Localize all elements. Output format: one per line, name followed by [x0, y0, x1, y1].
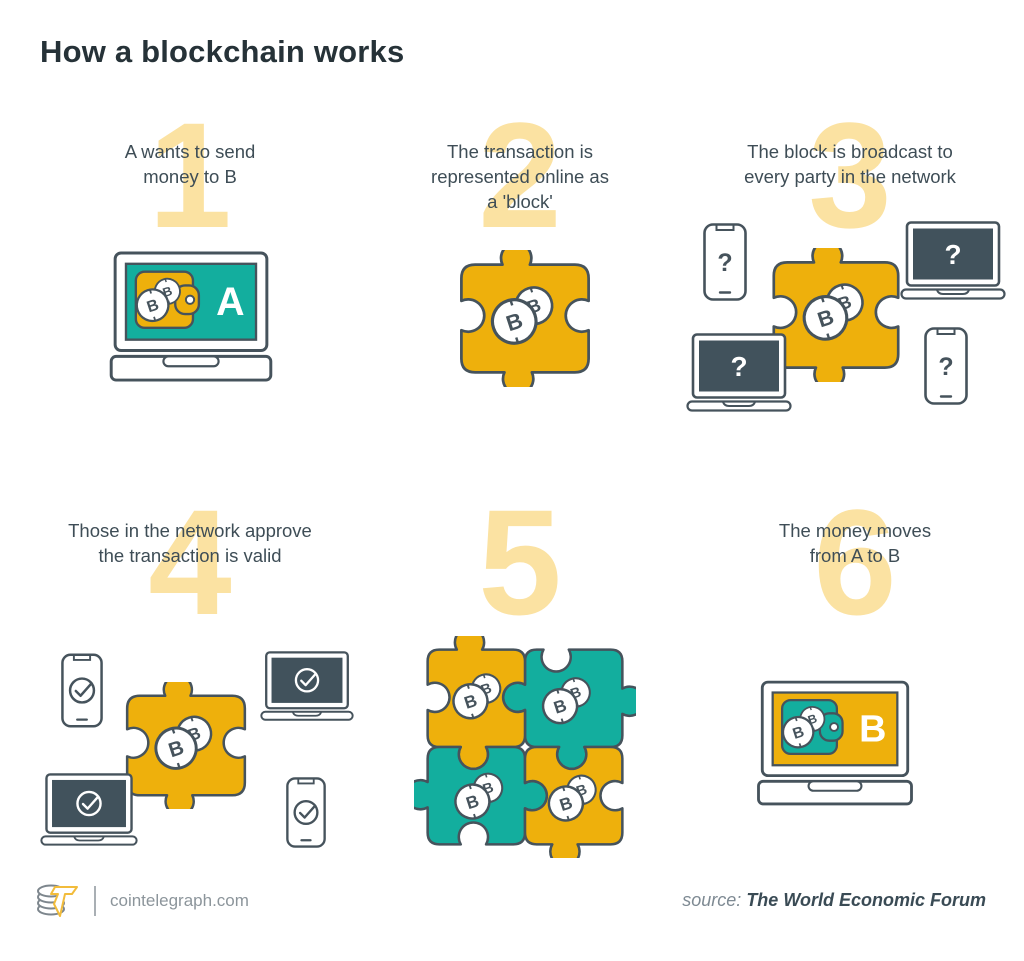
block-puzzle-icon — [772, 248, 900, 382]
source-attribution: source: The World Economic Forum — [682, 890, 986, 911]
step-1-number: 1 — [148, 91, 232, 259]
step-6: 6 The money moves from A to B B — [690, 470, 1020, 870]
screen-letter-a: A — [216, 280, 244, 324]
step-4-caption: Those in the network approve the transac… — [68, 520, 312, 566]
question-mark: ? — [944, 239, 961, 270]
step-3-caption: The block is broadcast to every party in… — [744, 141, 956, 187]
laptop-wallet-a-illustration: A — [109, 251, 273, 382]
laptop-check-icon — [260, 651, 354, 721]
step-1-caption: A wants to send money to B — [124, 141, 256, 187]
laptop-check-icon — [40, 773, 138, 846]
cointelegraph-logo-icon — [37, 884, 78, 917]
step-1: 1 A wants to send money to B A — [30, 100, 350, 445]
step-2-caption: The transaction is represented online as… — [431, 141, 609, 212]
source-name: The World Economic Forum — [746, 890, 986, 910]
laptop-question-icon: ? — [686, 333, 792, 412]
step-5: 5 — [360, 470, 680, 870]
step-3: 3 The block is broadcast to every party … — [680, 100, 1020, 445]
step-3-number: 3 — [808, 91, 892, 259]
step-4: 4 Those in the network approve the trans… — [30, 470, 354, 870]
step-4-number: 4 — [148, 478, 232, 646]
step-5-number: 5 — [478, 478, 562, 646]
question-mark: ? — [717, 249, 732, 277]
source-label: source: — [682, 890, 742, 910]
step-6-number: 6 — [813, 478, 897, 646]
block-puzzle-icon — [125, 682, 247, 809]
step-6-caption: The money moves from A to B — [778, 520, 932, 566]
page-title: How a blockchain works — [40, 34, 405, 69]
screen-letter-b: B — [859, 709, 886, 751]
step-2-number: 2 — [478, 91, 562, 259]
phone-check-icon — [61, 653, 103, 728]
laptop-wallet-b-illustration: B — [757, 680, 913, 806]
laptop-question-icon: ? — [900, 221, 1006, 300]
block-puzzle-icon — [460, 250, 590, 387]
footer-brand: cointelegraph.com — [34, 878, 249, 924]
question-mark: ? — [730, 351, 747, 382]
step-2: 2 The transaction is represented online … — [360, 100, 680, 445]
footer-divider — [94, 886, 96, 916]
phone-check-icon — [286, 777, 326, 848]
question-mark: ? — [938, 353, 953, 381]
phone-question-icon: ? — [703, 223, 747, 301]
assembled-puzzle-blocks-illustration — [414, 636, 636, 858]
phone-question-icon: ? — [924, 327, 968, 405]
footer-site-text: cointelegraph.com — [110, 891, 249, 910]
